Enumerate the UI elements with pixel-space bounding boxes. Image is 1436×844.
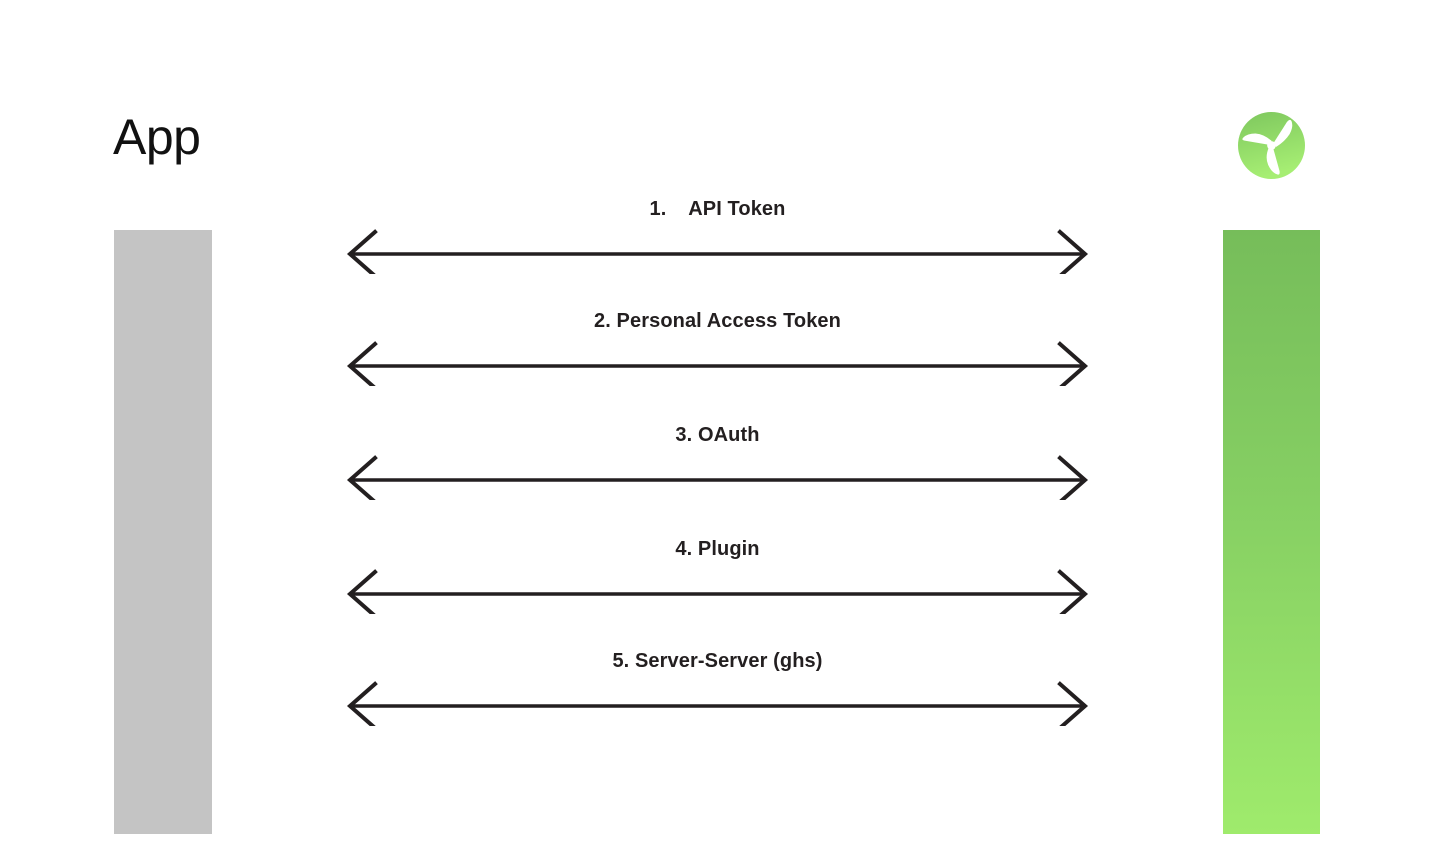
right-actor-lifeline [1223,230,1320,834]
message-label-3: 3. OAuth [675,424,760,446]
message-label-1: 1. API Token [649,198,786,220]
green-propeller-logo-icon [1238,112,1305,179]
message-row-2: 2. Personal Access Token [345,310,1090,386]
message-row-3: 3. OAuth [345,424,1090,500]
message-label-2: 2. Personal Access Token [594,310,841,332]
message-row-5: 5. Server-Server (ghs) [345,650,1090,726]
left-actor-title: App [113,109,201,165]
message-row-4: 4. Plugin [345,538,1090,614]
bidirectional-arrow-icon [345,678,1090,726]
bidirectional-arrow-icon [345,338,1090,386]
message-label-5: 5. Server-Server (ghs) [612,650,823,672]
bidirectional-arrow-icon [345,566,1090,614]
bidirectional-arrow-icon [345,452,1090,500]
message-row-1: 1. API Token [345,198,1090,274]
left-actor-lifeline [114,230,212,834]
message-label-4: 4. Plugin [675,538,760,560]
bidirectional-arrow-icon [345,226,1090,274]
